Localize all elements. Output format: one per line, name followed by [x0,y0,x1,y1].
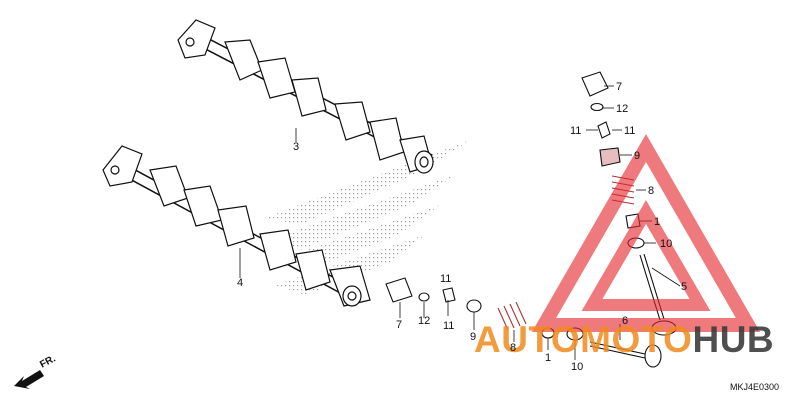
callout-1-top: 1 [654,216,660,228]
callout-11-top-left: 11 [570,125,581,137]
callout-12-bottom: 12 [418,315,430,327]
callout-10-bottom: 10 [571,361,583,373]
callout-11-bottom-b: 11 [443,320,454,332]
callout-11-bottom-a: 11 [440,273,451,285]
callout-8-bottom: 8 [510,342,516,354]
callout-9-top: 9 [634,150,640,162]
retainer-top [599,147,621,167]
callout-4: 4 [237,277,243,289]
callout-5: 5 [681,281,687,293]
tappet-bucket-top [581,71,609,97]
watermark-part-a: AUTOMOTO [474,319,692,360]
callout-8-top: 8 [648,185,654,197]
valve-bottom-stem [589,341,646,355]
watermark-triangle [531,133,761,332]
callout-6: 6 [622,315,628,327]
watermark-part-b: HUB [692,319,774,360]
callout-7-bottom: 7 [396,319,402,331]
cotter-bottom [442,287,456,303]
cotter-top [597,121,611,139]
front-label: FR. [38,353,58,370]
callout-12-top: 12 [616,103,628,115]
callout-labels: 3 4 7 12 11 11 9 8 1 10 5 7 12 11 11 9 8… [237,81,687,373]
callout-11-top-right: 11 [624,125,635,137]
valve-bottom-head [644,344,662,368]
callout-7-top: 7 [616,81,622,93]
callout-1-bottom: 1 [545,352,551,364]
wing-logo-background [265,140,470,295]
upper-camshaft [177,19,434,174]
callout-3: 3 [293,141,299,153]
part-code: MKJ4E0300 [730,382,779,392]
tappet-bucket-bottom [385,277,413,303]
front-direction-arrow: FR. [14,353,58,389]
callout-9-bottom: 9 [470,331,476,343]
lower-camshaft [102,145,371,307]
shim-top [590,102,604,112]
retainer-bottom [466,299,482,313]
watermark-text: AUTOMOTOHUB [474,319,774,360]
shim-bottom [418,292,430,302]
spring-bottom [497,301,527,331]
callout-10-top: 10 [660,238,672,250]
